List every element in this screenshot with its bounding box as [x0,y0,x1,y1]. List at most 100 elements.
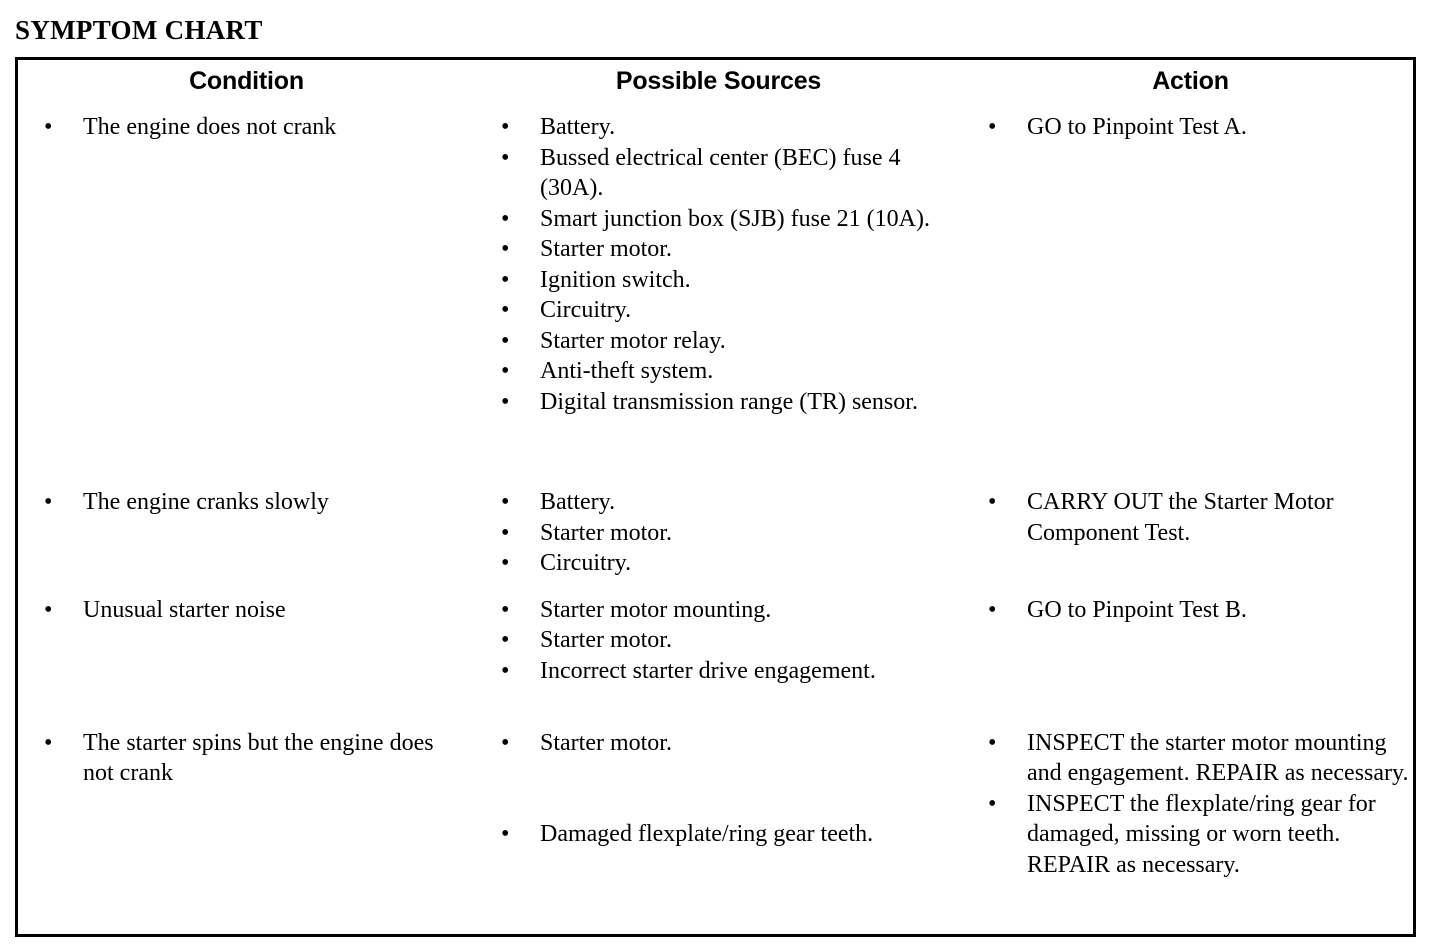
list-item: • Starter motor. [483,518,952,549]
list-item: • Battery. [483,487,952,518]
bullet-icon: • [501,388,510,415]
list-item-text: Bussed electrical center (BEC) fuse 4 (3… [540,144,901,202]
list-item-text: Battery. [540,489,616,515]
list-item: • Digital transmission range (TR) sensor… [483,387,952,418]
bullet-icon: • [44,596,53,623]
list-item: • Starter motor. [483,234,952,265]
bullet-icon: • [501,144,510,171]
list-item: • INSPECT the starter motor mounting and… [970,728,1409,789]
list-item-text: INSPECT the flexplate/ring gear for dama… [1027,790,1376,878]
list-item: • Circuitry. [483,295,952,326]
cell-condition: • Unusual starter noise [18,587,475,720]
column-header-possible-sources: Possible Sources [615,66,822,95]
condition-list: • The engine cranks slowly [26,487,465,518]
list-item-text: Starter motor mounting. [540,596,772,623]
list-item-text: Circuitry. [540,550,632,576]
column-header-condition: Condition [189,66,304,95]
list-item-text: Incorrect starter drive engagement. [540,657,876,684]
action-list: • INSPECT the starter motor mounting and… [970,728,1409,881]
bullet-icon: • [988,114,997,140]
list-item-text: Digital transmission range (TR) sensor. [540,388,918,415]
list-item: • Ignition switch. [483,265,952,296]
bullet-icon: • [501,596,510,623]
bullet-icon: • [501,114,510,140]
list-item: • Circuitry. [483,548,952,579]
list-item: • GO to Pinpoint Test A. [970,112,1409,143]
page-title: SYMPTOM CHART [15,15,263,45]
list-item: • GO to Pinpoint Test B. [970,595,1409,626]
list-item-text: Unusual starter noise [83,596,286,623]
list-item-text: INSPECT the starter motor mounting and e… [1027,729,1409,787]
cell-action: • GO to Pinpoint Test A. [962,104,1419,479]
list-item: • Smart junction box (SJB) fuse 21 (10A)… [483,204,952,235]
table-row: • The starter spins but the engine does … [18,720,1419,935]
list-item-text: Starter motor. [540,729,672,756]
list-item-text: Starter motor. [540,236,672,262]
list-item: • Starter motor. [483,728,952,759]
symptom-chart-table: Condition Possible Sources Action • The … [15,57,1416,937]
table-row: • The engine does not crank • Batt [18,104,1419,479]
bullet-icon: • [44,729,53,756]
cell-condition: • The engine does not crank [18,104,475,479]
cell-possible-sources: • Battery. • Bussed electrical center (B… [475,104,962,479]
action-list: • GO to Pinpoint Test B. [970,595,1409,626]
list-item-text: Ignition switch. [540,266,691,293]
table-header-row: Condition Possible Sources Action [18,60,1419,104]
list-item: • The engine cranks slowly [26,487,465,518]
bullet-icon: • [501,821,510,847]
bullet-icon: • [501,729,510,756]
cell-condition: • The starter spins but the engine does … [18,720,475,935]
list-item: • CARRY OUT the Starter Motor Component … [970,487,1409,548]
bullet-icon: • [988,489,997,515]
list-item-text: Starter motor. [540,627,672,653]
condition-list: • The starter spins but the engine does … [26,728,465,789]
bullet-icon: • [501,205,510,232]
list-item: • Unusual starter noise [26,595,465,626]
list-item-text: Battery. [540,114,616,140]
list-item-text: CARRY OUT the Starter Motor Component Te… [1027,489,1334,546]
list-item: • Bussed electrical center (BEC) fuse 4 … [483,143,952,204]
bullet-icon: • [501,358,510,384]
cell-action: • CARRY OUT the Starter Motor Component … [962,479,1419,587]
bullet-icon: • [501,266,510,293]
list-item-text: Anti-theft system. [540,358,714,384]
action-list: • GO to Pinpoint Test A. [970,112,1409,143]
list-item-text: Damaged flexplate/ring gear teeth. [540,821,874,847]
bullet-icon: • [988,790,997,817]
cell-action: • GO to Pinpoint Test B. [962,587,1419,720]
bullet-icon: • [44,489,53,515]
list-item: • The engine does not crank [26,112,465,143]
table-row: • Unusual starter noise • Starter [18,587,1419,720]
bullet-icon: • [501,519,510,546]
bullet-icon: • [44,114,53,140]
list-item-text: Smart junction box (SJB) fuse 21 (10A). [540,205,930,232]
cell-possible-sources: • Starter motor mounting. • Starter moto… [475,587,962,720]
cell-condition: • The engine cranks slowly [18,479,475,587]
possible-sources-list: • Starter motor mounting. • Starter moto… [483,595,952,687]
bullet-icon: • [988,729,997,756]
action-list: • CARRY OUT the Starter Motor Component … [970,487,1409,548]
bullet-icon: • [501,657,510,684]
list-item-text: GO to Pinpoint Test B. [1027,596,1247,623]
list-item: • INSPECT the flexplate/ring gear for da… [970,789,1409,881]
list-item: • Starter motor. [483,625,952,656]
list-item: • Incorrect starter drive engagement. [483,656,952,687]
bullet-icon: • [988,596,997,623]
cell-possible-sources: • Battery. • Starter motor. • Circuitry. [475,479,962,587]
bullet-icon: • [501,489,510,515]
bullet-icon: • [501,627,510,653]
cell-action: • INSPECT the starter motor mounting and… [962,720,1419,935]
list-item: • Battery. [483,112,952,143]
table-row: • The engine cranks slowly • Batte [18,479,1419,587]
list-item: • Damaged flexplate/ring gear teeth. [483,819,952,850]
list-item-text: The starter spins but the engine does no… [83,729,434,787]
list-item: • The starter spins but the engine does … [26,728,465,789]
list-spacer [483,758,952,819]
possible-sources-list: • Starter motor. • Damaged flexplate/rin… [483,728,952,850]
bullet-icon: • [501,236,510,262]
bullet-icon: • [501,297,510,323]
list-item-text: The engine cranks slowly [83,489,329,515]
list-item: • Anti-theft system. [483,356,952,387]
list-item-text: GO to Pinpoint Test A. [1027,114,1247,140]
